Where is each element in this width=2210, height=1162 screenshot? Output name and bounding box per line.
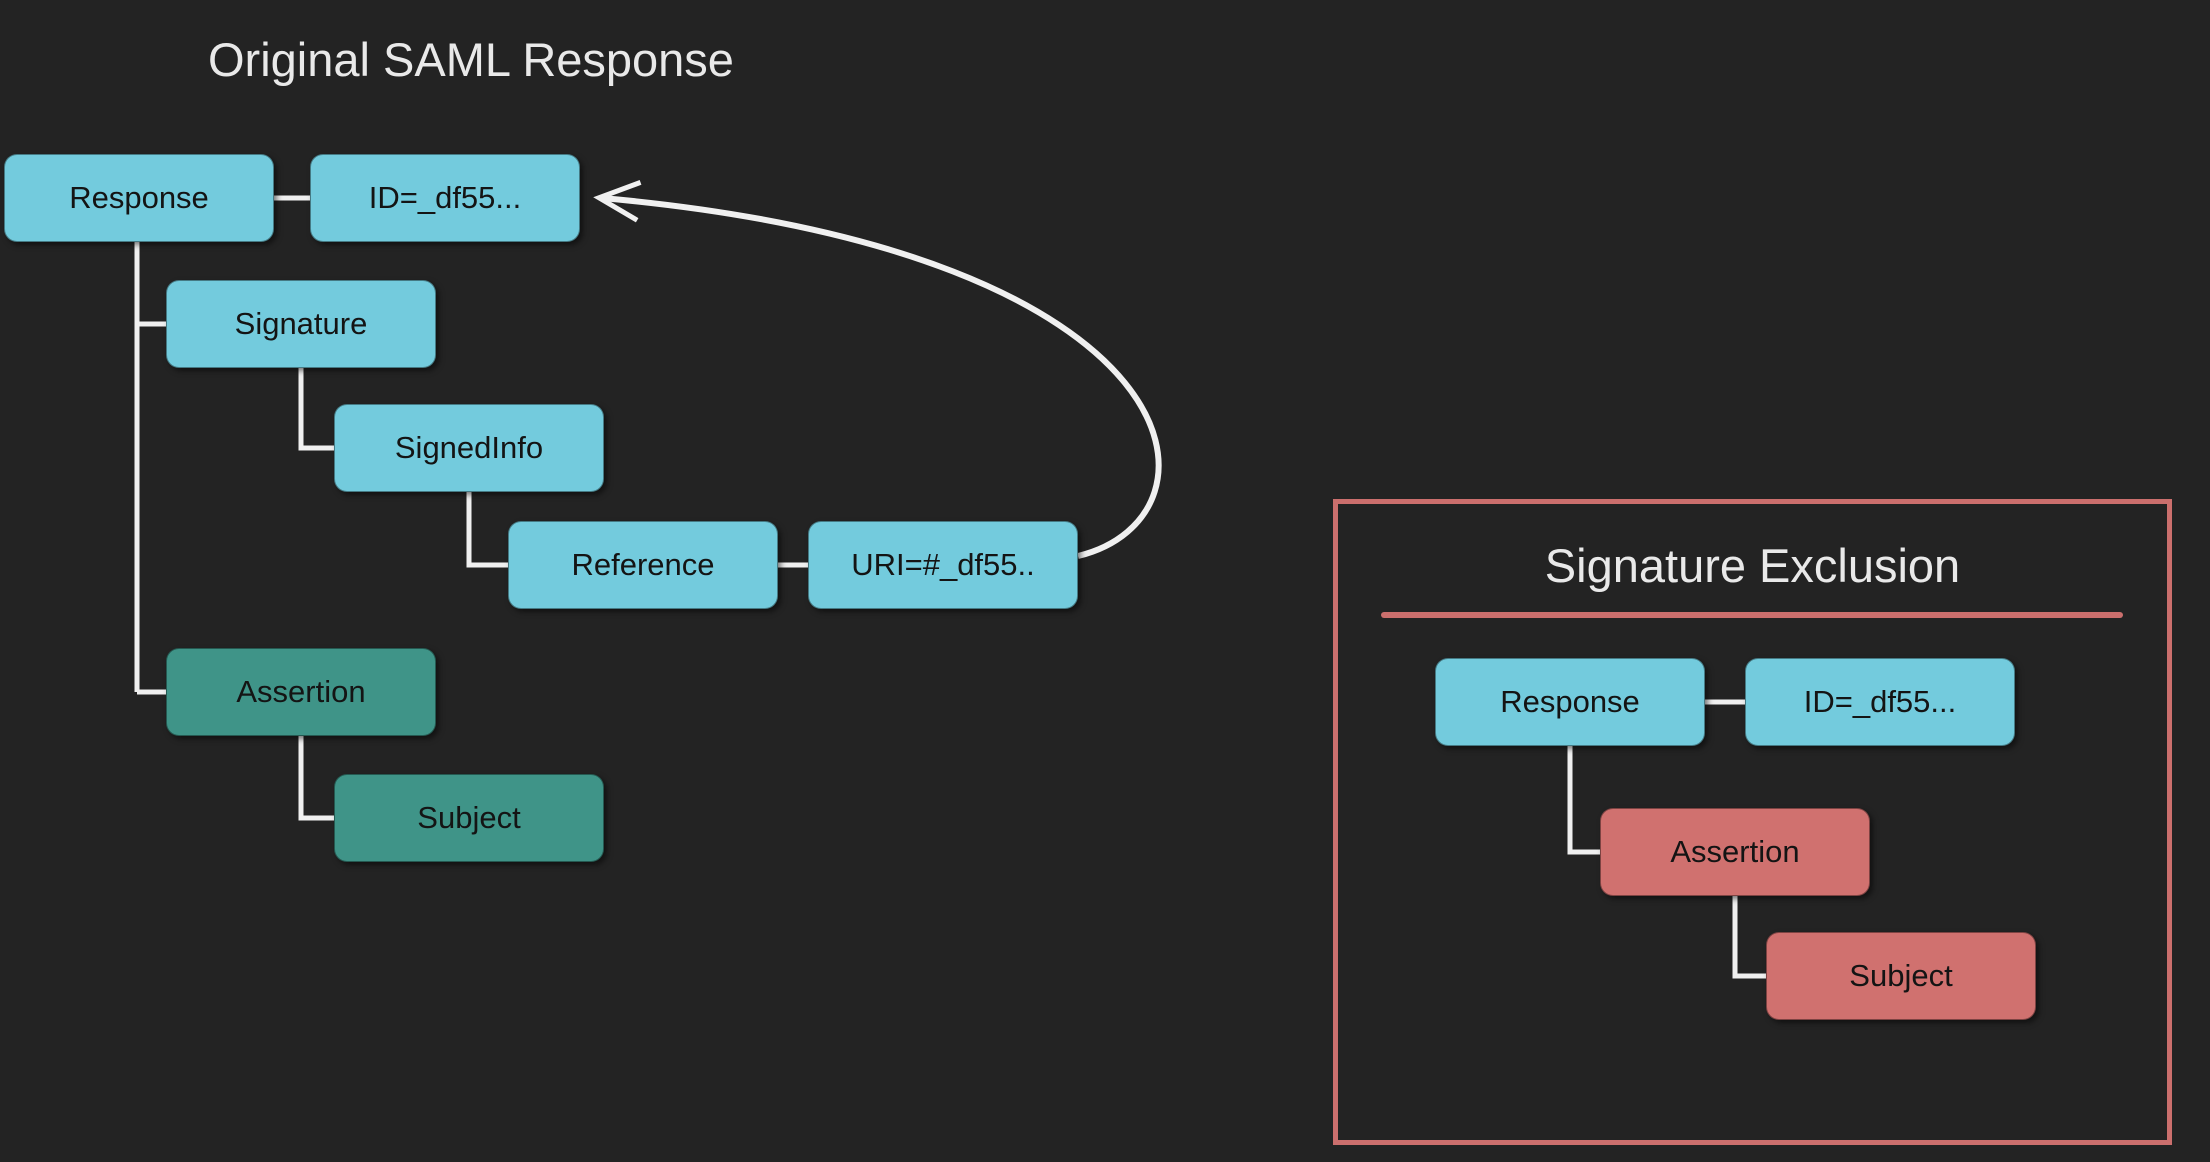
node-subject-label: Subject <box>417 800 521 835</box>
node-signature-label: Signature <box>234 306 368 341</box>
panel-title-divider <box>1381 612 2123 618</box>
node-assertion: Assertion <box>166 648 436 736</box>
uri-to-id-reference-arrow <box>593 180 1162 559</box>
node-id-attribute: ID=_df55... <box>310 154 580 242</box>
node-response-label: Response <box>69 180 209 215</box>
node-uri-attribute: URI=#_df55.. <box>808 521 1078 609</box>
panel-node-subject-label: Subject <box>1849 958 1953 993</box>
panel-node-subject: Subject <box>1766 932 2036 1020</box>
node-signedinfo-label: SignedInfo <box>394 430 544 465</box>
node-uri-attribute-label: URI=#_df55.. <box>851 547 1035 582</box>
left-diagram-title: Original SAML Response <box>208 33 734 86</box>
node-reference: Reference <box>508 521 778 609</box>
signature-exclusion-panel <box>1333 499 2172 1145</box>
node-id-attribute-label: ID=_df55... <box>368 180 522 215</box>
node-signature: Signature <box>166 280 436 368</box>
panel-node-id-attribute: ID=_df55... <box>1745 658 2015 746</box>
connector-assertion-subject <box>298 736 334 821</box>
panel-node-assertion: Assertion <box>1600 808 1870 896</box>
node-reference-label: Reference <box>571 547 715 582</box>
panel-node-id-attribute-label: ID=_df55... <box>1803 684 1957 719</box>
node-assertion-label: Assertion <box>236 674 366 709</box>
panel-node-assertion-label: Assertion <box>1670 834 1800 869</box>
connector-signedinfo-reference <box>466 492 508 568</box>
panel-node-response: Response <box>1435 658 1705 746</box>
connector-signature-signedinfo <box>298 368 334 451</box>
panel-node-response-label: Response <box>1500 684 1640 719</box>
node-subject: Subject <box>334 774 604 862</box>
signature-exclusion-title: Signature Exclusion <box>1544 539 1961 592</box>
node-response: Response <box>4 154 274 242</box>
node-signedinfo: SignedInfo <box>334 404 604 492</box>
